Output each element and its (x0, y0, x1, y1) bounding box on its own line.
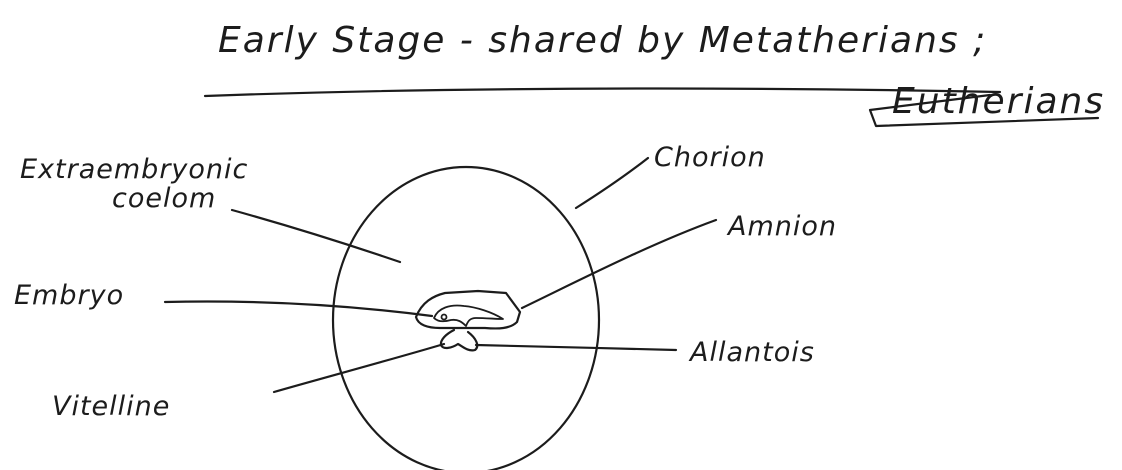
title-bracket (868, 93, 1100, 128)
embryo-body (433, 304, 504, 327)
label-chorion: Chorion (654, 142, 766, 173)
chorion-circle (331, 165, 601, 470)
chorion-leader (574, 156, 650, 210)
title-line-2: Eutherians (892, 81, 1105, 122)
embryo-dot (440, 313, 448, 321)
label-amnion: Amnion (726, 211, 837, 242)
label-allantois: Allantois (688, 337, 815, 368)
label-embryo: Embryo (14, 280, 124, 311)
vitelline-leader (272, 342, 446, 394)
title-underline (203, 87, 1002, 98)
title-line-1: Early Stage - shared by Metatherians ; (218, 20, 987, 61)
label-extraembryonic-line1: Extraembryonic (20, 154, 248, 185)
label-vitelline: Vitelline (52, 391, 170, 422)
allantois-leader (474, 343, 678, 352)
label-extraembryonic-line2: coelom (112, 183, 216, 214)
amnion-leader (520, 218, 718, 310)
extraembryonic-leader (230, 208, 402, 264)
allantois-structure (439, 328, 479, 352)
amnion-outline (414, 289, 522, 330)
embryo-leader (163, 300, 434, 318)
